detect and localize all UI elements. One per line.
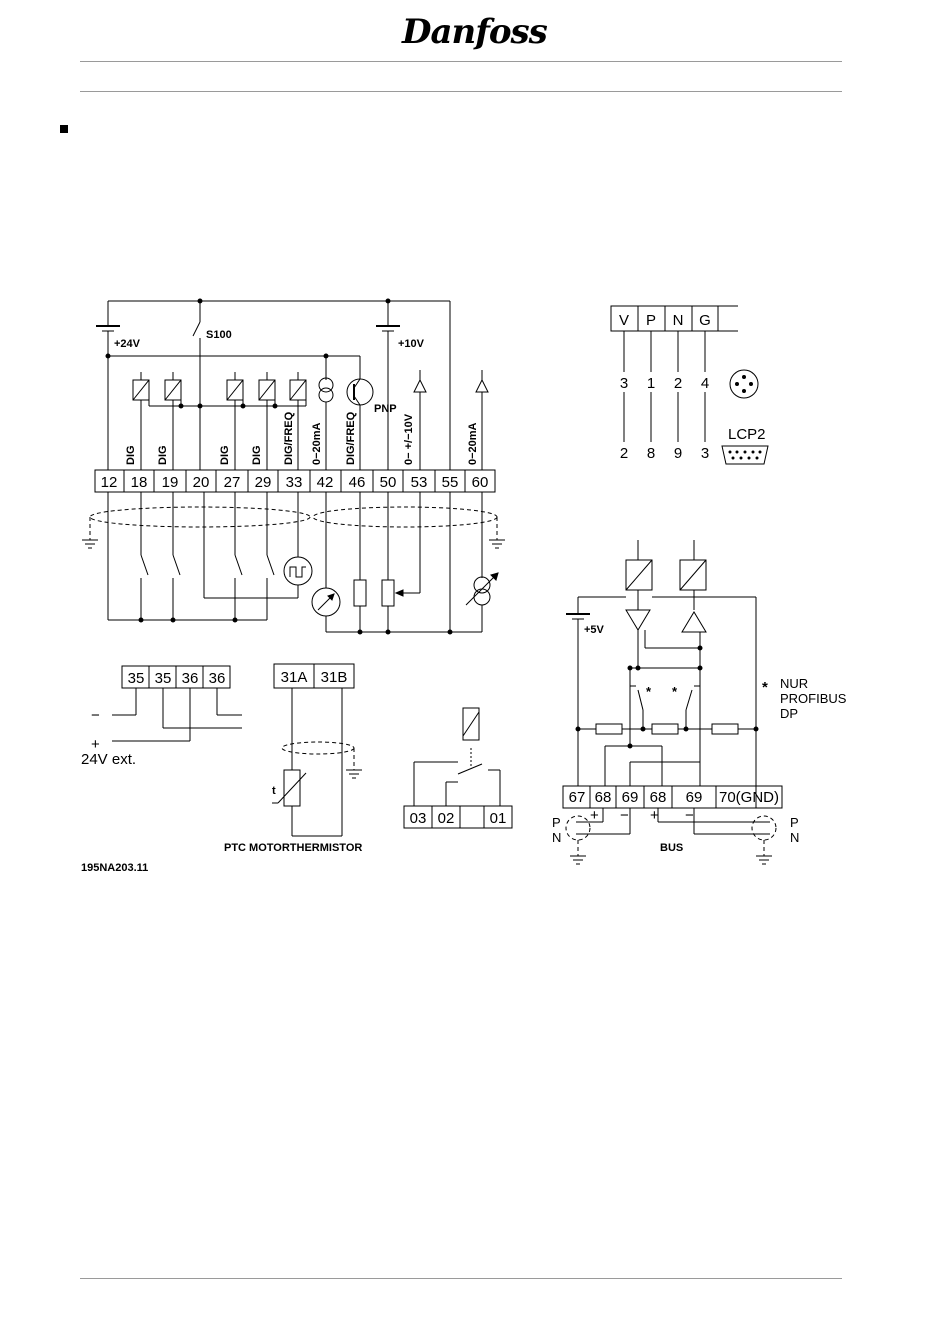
lcp-cell-v: V (619, 312, 629, 329)
bus-p-left: P (552, 815, 561, 830)
terminal-46: 46 (349, 474, 366, 491)
bus-terminal-70gnd: 70(GND) (719, 789, 779, 806)
lcp-bottom-num-1: 2 (620, 445, 628, 462)
terminal-18: 18 (131, 474, 148, 491)
lcp-bottom-num-4: 3 (701, 445, 709, 462)
lcp2-label: LCP2 (728, 426, 766, 443)
vlabel-53: 0− +/−10V (403, 413, 415, 465)
vlabel-18: DIG (125, 445, 137, 465)
vlabel-27: DIG (219, 445, 231, 465)
supply-10v-label: +10V (398, 338, 425, 350)
lcp-top-num-1: 3 (620, 375, 628, 392)
bus-terminal-68a: 68 (595, 789, 612, 806)
vlabel-60: 0−20mA (467, 422, 479, 465)
ptc-caption: PTC MOTORTHERMISTOR (224, 842, 362, 854)
terminal-33: 33 (286, 474, 303, 491)
figure-id: 195NA203.11 (81, 862, 148, 874)
bus-caption: BUS (660, 842, 683, 854)
bus-terminal-68b: 68 (650, 789, 667, 806)
vlabel-42: 0−20mA (311, 422, 323, 465)
lcp-top-num-4: 4 (701, 375, 709, 392)
bus-plus-1: + (590, 807, 599, 824)
relay-block: 03 02 01 (404, 708, 512, 828)
bus-minus-2: − (685, 807, 694, 824)
note-profibus: PROFIBUS (780, 691, 847, 706)
lcp-connector-block: V P N G 3 1 2 4 2 8 9 3 LCP2 (611, 306, 768, 464)
ext-supply-block: 35 35 36 36 − + 24V ext. (81, 666, 242, 768)
bus-n-right: N (790, 830, 799, 845)
bus-plus-2: + (650, 807, 659, 824)
note-dp: DP (780, 706, 798, 721)
bus-block: +5V * * (552, 540, 847, 864)
ext-terminal-35b: 35 (155, 670, 172, 687)
terminal-42: 42 (317, 474, 334, 491)
supply-24v-label: +24V (114, 338, 141, 350)
lcp-top-num-3: 2 (674, 375, 682, 392)
note-nur: NUR (780, 676, 808, 691)
bus-asterisk-2: * (672, 684, 678, 699)
vlabel-29: DIG (251, 445, 263, 465)
lcp-cell-n: N (673, 312, 684, 329)
lcp-bottom-num-2: 8 (647, 445, 655, 462)
terminal-31b: 31B (321, 669, 348, 686)
terminal-29: 29 (255, 474, 272, 491)
vlabel-33: DIG/FREQ (283, 411, 295, 465)
terminal-55: 55 (442, 474, 459, 491)
dsub-connector-icon (722, 446, 768, 464)
bus-terminal-69a: 69 (622, 789, 639, 806)
terminal-19: 19 (162, 474, 179, 491)
bus-5v-label: +5V (584, 624, 605, 636)
vlabel-46: DIG/FREQ (345, 411, 357, 465)
terminal-31a: 31A (281, 669, 308, 686)
lcp-top-num-2: 1 (647, 375, 655, 392)
thermistor-block: 31A 31B t PTC MOTORTHERMISTOR (224, 664, 362, 854)
terminal-20: 20 (193, 474, 210, 491)
main-control-block: +24V S100 +10V (82, 299, 505, 634)
relay-terminal-02: 02 (438, 810, 455, 827)
round-connector-icon (730, 370, 758, 398)
terminal-53: 53 (411, 474, 428, 491)
relay-terminal-01: 01 (490, 810, 507, 827)
vlabel-19: DIG (157, 445, 169, 465)
bus-terminal-69b: 69 (686, 789, 703, 806)
ext-minus: − (91, 707, 100, 724)
note-asterisk: * (762, 679, 768, 696)
bus-p-right: P (790, 815, 799, 830)
bus-terminal-67: 67 (569, 789, 586, 806)
bus-asterisk-1: * (646, 684, 652, 699)
terminal-50: 50 (380, 474, 397, 491)
pnp-label: PNP (374, 403, 397, 415)
lcp-bottom-num-3: 9 (674, 445, 682, 462)
terminal-12: 12 (101, 474, 118, 491)
bus-minus-1: − (620, 807, 629, 824)
switch-s100-label: S100 (206, 329, 232, 341)
ext-terminal-36a: 36 (182, 670, 199, 687)
bus-n-left: N (552, 830, 561, 845)
terminal-60: 60 (472, 474, 489, 491)
lcp-cell-p: P (646, 312, 656, 329)
ext-24v-label: 24V ext. (81, 751, 136, 768)
ext-terminal-36b: 36 (209, 670, 226, 687)
terminal-27: 27 (224, 474, 241, 491)
relay-terminal-03: 03 (410, 810, 427, 827)
ext-terminal-35a: 35 (128, 670, 145, 687)
thermistor-t-symbol: t (272, 785, 276, 797)
lcp-cell-g: G (699, 312, 711, 329)
